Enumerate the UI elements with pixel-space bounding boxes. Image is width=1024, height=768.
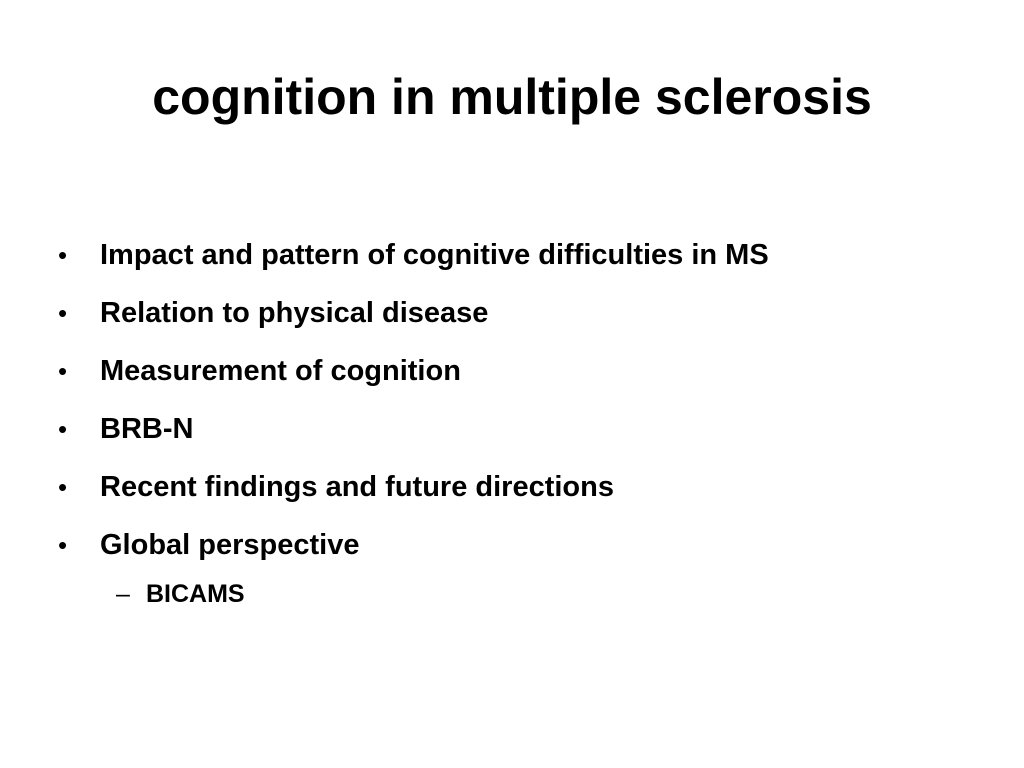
slide-title: cognition in multiple sclerosis [152, 69, 872, 125]
sub-bullet-item: – BICAMS [116, 574, 769, 614]
bullet-icon: • [58, 530, 68, 560]
bullet-icon: • [58, 414, 68, 444]
bullet-item: • Impact and pattern of cognitive diffic… [58, 226, 769, 284]
bullet-text: Impact and pattern of cognitive difficul… [100, 239, 769, 271]
bullet-text: Recent findings and future directions [100, 471, 614, 503]
bullet-item: • BRB-N [58, 400, 769, 458]
bullet-item: • Global perspective [58, 516, 769, 574]
bullet-text: Measurement of cognition [100, 355, 461, 387]
bullet-item: • Recent findings and future directions [58, 458, 769, 516]
bullet-icon: • [58, 298, 68, 328]
bullet-list: • Impact and pattern of cognitive diffic… [58, 226, 769, 614]
bullet-item: • Measurement of cognition [58, 342, 769, 400]
bullet-text: Relation to physical disease [100, 297, 489, 329]
bullet-text: BRB-N [100, 413, 194, 445]
dash-icon: – [116, 580, 130, 608]
bullet-icon: • [58, 356, 68, 386]
bullet-item: • Relation to physical disease [58, 284, 769, 342]
sub-bullet-text: BICAMS [146, 580, 245, 608]
bullet-text: Global perspective [100, 529, 360, 561]
bullet-icon: • [58, 240, 68, 270]
bullet-icon: • [58, 472, 68, 502]
